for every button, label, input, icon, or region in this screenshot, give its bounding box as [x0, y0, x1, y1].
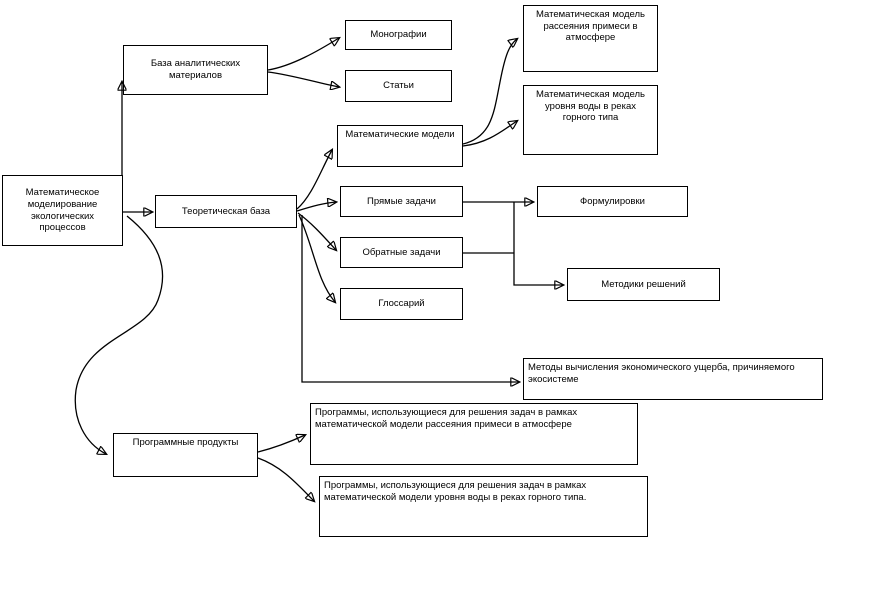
node-inverse-tasks: Обратные задачи	[340, 237, 463, 268]
edge-software-to-programs-rivers	[257, 457, 314, 501]
node-solution-methods: Методики решений	[567, 268, 720, 301]
edge-analytics-base-to-monographs	[267, 38, 339, 71]
edge-analytics-base-to-articles	[267, 71, 339, 87]
edge-theory-base-to-math-models	[296, 150, 332, 210]
node-direct-tasks: Прямые задачи	[340, 186, 463, 217]
edge-theory-base-to-inverse-tasks	[297, 212, 336, 250]
node-programs-atmosphere: Программы, использующиеся для решения за…	[310, 403, 638, 465]
node-glossary: Глоссарий	[340, 288, 463, 320]
node-model-rivers: Математическая модель уровня воды в река…	[523, 85, 658, 155]
edge-theory-base-to-direct-tasks	[296, 202, 336, 212]
node-math-models: Математические модели	[337, 125, 463, 167]
edge-math-models-to-model-rivers	[462, 121, 517, 147]
node-software: Программные продукты	[113, 433, 258, 477]
node-model-atmosphere: Математическая модель рассеяния примеси …	[523, 5, 658, 72]
edge-software-to-programs-atmosphere	[257, 435, 305, 453]
node-damage-methods: Методы вычисления экономического ущерба,…	[523, 358, 823, 400]
edge-theory-base-to-glossary	[298, 214, 335, 302]
edge-main-to-software	[74, 215, 164, 454]
node-monographs: Монографии	[345, 20, 452, 50]
node-articles: Статьи	[345, 70, 452, 102]
edge-math-models-to-model-atmosphere	[462, 39, 517, 145]
node-formulations: Формулировки	[537, 186, 688, 217]
node-analytics-base: База аналитических материалов	[123, 45, 268, 95]
node-programs-rivers: Программы, использующиеся для решения за…	[319, 476, 648, 537]
node-theory-base: Теоретическая база	[155, 195, 297, 228]
node-main: Математическое моделирование экологическ…	[2, 175, 123, 246]
